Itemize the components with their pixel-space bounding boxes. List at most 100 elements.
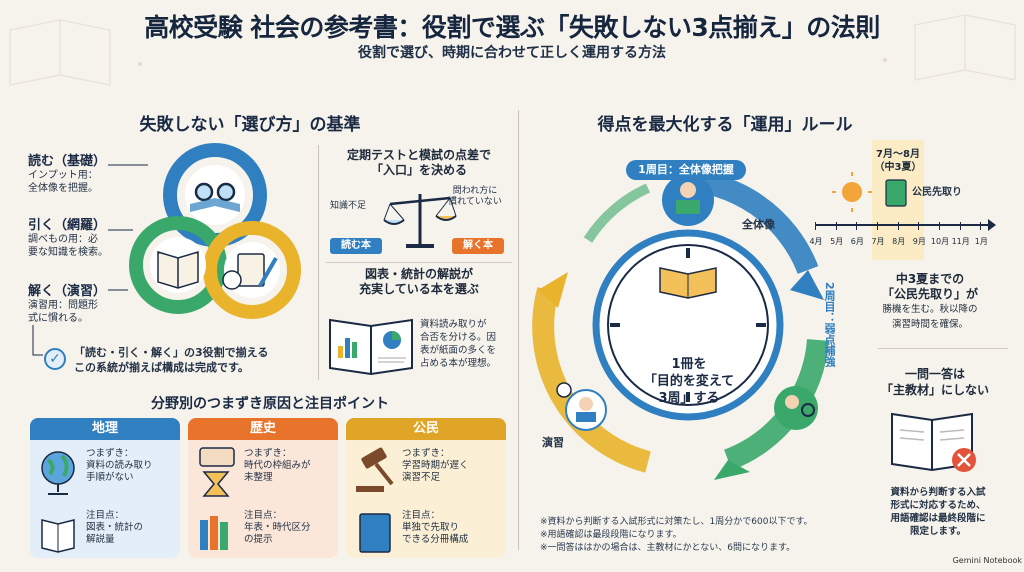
left-heading: 失敗しない「選び方」の基準: [139, 115, 361, 135]
field-history-focus1: 年表・時代区分: [244, 522, 311, 533]
gap-heading-line1: 定期テストと模試の点差で: [346, 148, 491, 162]
scale-icon: [383, 194, 457, 248]
chart-book-heading-line1: 図表・統計の解説が: [364, 267, 473, 281]
timeline-tick: [835, 222, 837, 230]
field-civics-stumble2: 演習不足: [402, 472, 441, 483]
field-civics-focus1: 単独で先取り: [402, 522, 460, 533]
gavel-icon: [356, 447, 394, 553]
right-heading: 得点を最大化する「運用」ルール: [597, 115, 853, 135]
right-divider: [878, 348, 1008, 349]
timeline-month: 10月: [930, 237, 950, 246]
clock-text-line2: 「目的を変えて: [643, 374, 735, 389]
role-lookup-desc1: 調べもの用：必: [28, 234, 98, 245]
check-icon: ✓: [44, 348, 66, 370]
page-subtitle: 役割で選び、時期に合わせて正しく運用する方法: [358, 45, 666, 61]
practice-label: 演習: [542, 436, 564, 449]
role-lookup: 引く（網羅） 調べもの用：必 要な知識を検索。: [28, 214, 138, 259]
field-history-stumble-label: つまずき：: [244, 448, 292, 459]
chart-book-heading: 図表・統計の解説が 充実している本を選ぶ: [328, 267, 510, 297]
field-civics-focus: 注目点： 単独で先取り できる分冊構成: [402, 510, 504, 546]
summary-line2: この系統が揃えば構成は完成です。: [74, 361, 249, 374]
chart-book-desc3: 表が紙面の多くを: [420, 345, 497, 356]
round2-label: 2周目：弱点補強: [823, 282, 836, 367]
role-read-desc2: 全体像を把握。: [28, 183, 98, 194]
clock-text-line3: 3周」する: [658, 391, 720, 406]
mid-divider: [326, 262, 512, 263]
gap-right-label-line1: 問われ方に: [452, 186, 498, 196]
field-civics-name: 公民: [346, 418, 506, 440]
qa-desc4: 限定します。: [909, 526, 967, 537]
field-geography-stumble2: 手順がない: [86, 472, 134, 483]
qa-heading-line2: 「主教材」にしない: [880, 383, 989, 397]
gap-heading: 定期テストと模試の点差で 「入口」を決める: [328, 148, 510, 178]
field-civics-stumble1: 学習時期が遅く: [402, 460, 469, 471]
field-history-name: 歴史: [188, 418, 338, 440]
field-history-stumble2: 未整理: [244, 472, 273, 483]
chart-book-desc: 資料読み取りが 合否を分ける。因 表が紙面の多くを 占める本が理想。: [420, 318, 516, 370]
field-history-focus2: の提示: [244, 534, 273, 545]
role-connectors: [32, 164, 148, 356]
timeline-arrow-icon: [988, 219, 996, 231]
timeline-month: 6月: [850, 237, 864, 246]
footer-note-3: ※一問答ははかの場合は、主教材にかとない、6問になります。: [540, 543, 796, 553]
timeline-note-line4: 演習時間を確保。: [891, 319, 968, 330]
timeline-month: 1月: [974, 237, 988, 246]
timeline-month: 5月: [830, 237, 844, 246]
qa-desc2: 形式に対応するため、: [890, 500, 986, 511]
field-geography-focus2: 解説量: [86, 534, 115, 545]
field-history-stumble: つまずき： 時代の枠組みが 未整理: [244, 448, 336, 484]
read-book-button: 読む本: [330, 238, 382, 254]
timeline-month: 4月: [809, 237, 823, 246]
role-read: 読む（基礎） インプット用： 全体像を把握。: [28, 150, 138, 195]
field-civics-stumble: つまずき： 学習時期が遅く 演習不足: [402, 448, 504, 484]
role-solve-desc2: 式に慣れる。: [28, 313, 88, 324]
field-history-focus-label: 注目点：: [244, 510, 283, 521]
timeline-tick: [939, 222, 940, 230]
timeline-tick: [815, 222, 816, 230]
timeline-month: 11月: [951, 237, 970, 246]
field-geography-name: 地理: [30, 418, 180, 440]
chart-book-desc2: 合否を分ける。因: [420, 332, 497, 343]
qa-heading: 一問一答は 「主教材」にしない: [860, 366, 1010, 398]
field-civics-stumble-label: つまずき：: [402, 448, 450, 459]
summary-line1: 「読む・引く・解く」の3役割で揃える: [74, 346, 269, 359]
field-card-geography: 地理 つまずき： 資料の読み取り 手順がない 注目点： 図表・統計の 解説量: [30, 418, 180, 558]
chart-book-icon: [329, 318, 413, 376]
field-geography-stumble: つまずき： 資料の読み取り 手順がない: [86, 448, 178, 484]
no-drill-book-icon: [891, 412, 976, 472]
chart-book-heading-line2: 充実している本を選ぶ: [359, 282, 479, 296]
role-solve: 解く（演習） 演習用：問題形 式に慣れる。: [28, 280, 138, 325]
field-geography-focus: 注目点： 図表・統計の 解説量: [86, 510, 178, 546]
timeline-tick: [897, 222, 899, 230]
left-divider: [318, 145, 319, 380]
role-cycle-graphic: [129, 143, 301, 319]
role-read-title: 読む（基礎）: [28, 154, 107, 169]
role-solve-title: 解く（演習）: [28, 284, 107, 299]
timeline-tick: [918, 222, 920, 230]
center-divider: [518, 110, 519, 550]
timeline-tick: [856, 222, 858, 230]
timeline-note-line1: 中3夏までの: [895, 272, 965, 286]
timeline-axis: [815, 224, 993, 226]
field-card-history: 歴史 つまずき： 時代の枠組みが 未整理 注目点： 年表・時代区分 の提示: [188, 418, 338, 558]
footer-notes: ※資料から判断する入試形式に対策たし、1周分かで600以下です。 ※用語確認は最…: [540, 516, 870, 555]
qa-desc3: 用語確認は最終段階に: [890, 513, 986, 524]
brand-label: Gemini Notebook: [952, 556, 1022, 565]
field-card-civics: 公民 つまずき： 学習時期が遅く 演習不足 注目点： 単独で先取り できる分冊構…: [346, 418, 506, 558]
summer-period: 7月〜8月 （中3夏）: [866, 148, 930, 174]
chart-book-desc1: 資料読み取りが: [420, 319, 487, 330]
gap-heading-line2: 「入口」を決める: [370, 163, 467, 177]
timeline-month: 8月: [892, 237, 906, 246]
page-title: 高校受験 社会の参考書：役割で選ぶ「失敗しない3点揃え」の法則: [144, 13, 880, 42]
timeline-month: 7月: [871, 237, 885, 246]
field-geography-focus1: 図表・統計の: [86, 522, 144, 533]
civics-ahead-label: 公民先取り: [912, 187, 962, 198]
role-lookup-title: 引く（網羅）: [28, 218, 107, 233]
footer-note-2: ※用語確認は最段段階になります。: [540, 530, 682, 540]
round1-label: 1周目：全体像把握: [626, 160, 746, 180]
timeline-note-line2: 「公民先取り」が: [881, 287, 978, 301]
field-history-stumble1: 時代の枠組みが: [244, 460, 311, 471]
solve-book-button: 解く本: [452, 238, 504, 254]
